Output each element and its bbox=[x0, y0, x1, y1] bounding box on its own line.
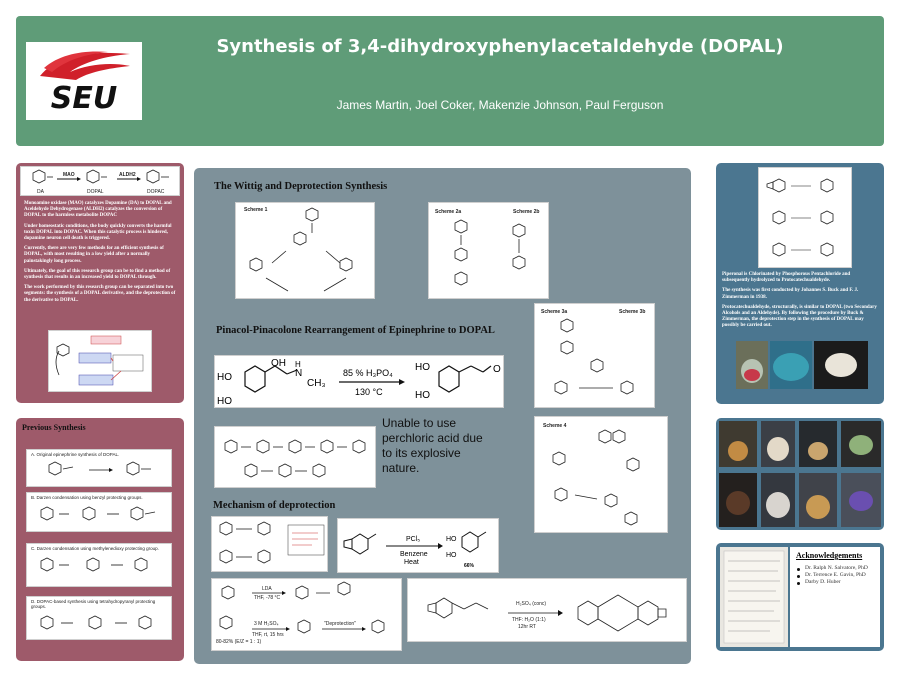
previous-scheme-a: A. Original epinephrine synthesis of DOP… bbox=[26, 449, 172, 487]
scheme-3b-label: Scheme 3b bbox=[619, 309, 645, 315]
scheme-2-image: Scheme 2a Scheme 2b bbox=[428, 202, 549, 299]
label-da: DA bbox=[37, 189, 45, 195]
perchloric-note: Unable to use perchloric acid due to its… bbox=[382, 416, 483, 475]
pinacol-heading: Pinacol-Pinacolone Rearrangement of Epin… bbox=[216, 325, 495, 336]
previous-synthesis-heading: Previous Synthesis bbox=[22, 423, 86, 432]
piperonal-reaction: PCl₅ Benzene Heat HO HO 66% bbox=[337, 518, 499, 573]
reagent-h2so4: H₂SO₄ (conc) bbox=[516, 601, 546, 607]
seu-logo: SEU bbox=[26, 42, 142, 120]
poster-title: Synthesis of 3,4-dihydroxyphenylacetalde… bbox=[216, 36, 784, 57]
product-photos bbox=[736, 341, 868, 389]
reagent-acid: 85 % H₃PO₄ bbox=[343, 368, 393, 378]
intro-paragraph: The work performed by this research grou… bbox=[24, 285, 176, 303]
label-ho-4: HO bbox=[415, 390, 430, 401]
deprotection-mechanism bbox=[211, 516, 328, 572]
intro-paragraph: Under homeostatic conditions, the body q… bbox=[24, 223, 172, 242]
reagent-solvent: THF: H₂O (1:1) bbox=[512, 617, 546, 623]
scheme-1-label: Scheme 1 bbox=[244, 207, 268, 213]
label-o: O bbox=[493, 364, 501, 375]
reagent-pcl5: PCl₅ bbox=[406, 536, 420, 543]
pinacol-reaction: HO HO OH H N CH₃ 85 % H₃PO₄ 130 °C HO HO… bbox=[214, 355, 504, 408]
scheme-4-image: Scheme 4 bbox=[534, 416, 668, 533]
ack-item: Dr. Terrence E. Gavin, PhD bbox=[796, 572, 880, 579]
reagent-benzene: Benzene bbox=[400, 551, 428, 558]
mechanism-heading: Mechanism of deprotection bbox=[213, 500, 336, 511]
intro-paragraph: Ultimately, the goal of this research gr… bbox=[24, 268, 171, 281]
label-oh: OH bbox=[271, 358, 286, 369]
wittig-heading: The Wittig and Deprotection Synthesis bbox=[214, 181, 388, 192]
wittig-route-image: LDA THF, -78 °C 3 M H₂SO₄ THF, rt, 15 hr… bbox=[211, 578, 402, 651]
chlorination-scheme bbox=[758, 167, 852, 268]
scheme-caption: A. Original epinephrine synthesis of DOP… bbox=[31, 452, 120, 457]
label-dopal: DOPAL bbox=[87, 189, 104, 195]
lab-notebook-photo bbox=[720, 547, 788, 647]
ratio-label: 80-82% (E/Z = 1 : 1) bbox=[216, 639, 261, 645]
ack-item: Darby D. Huber bbox=[796, 579, 880, 586]
label-ho-3: HO bbox=[415, 362, 430, 373]
reagent-acid-2: 3 M H₂SO₄ bbox=[254, 621, 279, 627]
scheme-4-label: Scheme 4 bbox=[543, 423, 567, 429]
lab-photo-grid bbox=[719, 421, 881, 527]
intro-paragraph: Monoamine oxidase (MAO) catalyzes Dopami… bbox=[24, 201, 172, 219]
label-ho-1: HO bbox=[217, 372, 232, 383]
scheme-caption: B. Darzen condensation using benzyl prot… bbox=[31, 495, 143, 500]
scheme-3a-label: Scheme 3a bbox=[541, 309, 567, 315]
label-mao: MAO bbox=[63, 172, 75, 178]
reagent-thf-low: THF, -78 °C bbox=[254, 595, 281, 601]
deprotection-label: "Deprotection" bbox=[324, 621, 356, 627]
intro-text: Monoamine oxidase (MAO) catalyzes Dopami… bbox=[24, 201, 176, 308]
previous-scheme-d: D. DOPAC-based synthesis using tetrahydr… bbox=[26, 596, 172, 640]
scheme-caption: D. DOPAC-based synthesis using tetrahydr… bbox=[31, 599, 156, 609]
scheme-caption: C. Darzen condensation using methylenedi… bbox=[31, 546, 159, 551]
right-paragraph: Protocatechualdehyde, structurally, is s… bbox=[722, 304, 877, 329]
ack-item: Dr. Ralph N. Salvatore, PhD bbox=[796, 565, 880, 572]
logo-text: SEU bbox=[51, 81, 117, 116]
label-aldh2: ALDH2 bbox=[119, 172, 136, 178]
yield-label: 66% bbox=[464, 563, 475, 569]
previous-scheme-c: C. Darzen condensation using methylenedi… bbox=[26, 543, 172, 587]
reagent-time: 12hr RT bbox=[518, 624, 536, 630]
label-nh: H bbox=[295, 360, 301, 369]
label-ho-6: HO bbox=[446, 552, 457, 559]
label-dopac: DOPAC bbox=[147, 189, 165, 195]
scheme-3-image: Scheme 3a Scheme 3b bbox=[534, 303, 655, 408]
intro-paragraph: Currently, there are very few methods fo… bbox=[24, 246, 164, 264]
label-ho-2: HO bbox=[217, 396, 232, 407]
metabolism-scheme: DA MAO DOPAL ALDH2 DOPAC bbox=[20, 166, 180, 196]
right-paragraph: Piperonal is Chlorinated by Phosphorous … bbox=[722, 272, 851, 284]
buck-zimmerman-text: Piperonal is Chlorinated by Phosphorous … bbox=[722, 272, 878, 334]
poster-header bbox=[16, 16, 884, 146]
reagent-thf-rt: THF, rt, 15 hrs bbox=[252, 632, 284, 638]
cyclization-reaction: H₂SO₄ (conc) THF: H₂O (1:1) 12hr RT bbox=[407, 578, 687, 642]
poster-authors: James Martin, Joel Coker, Makenzie Johns… bbox=[336, 98, 664, 112]
right-paragraph: The synthesis was first conducted by Joh… bbox=[722, 288, 859, 300]
scheme-1-image: Scheme 1 bbox=[235, 202, 375, 299]
label-n: N bbox=[295, 368, 302, 379]
scheme-2b-label: Scheme 2b bbox=[513, 209, 539, 215]
reagent-heat: Heat bbox=[404, 559, 419, 566]
acknowledgements-card: Acknowledgements Dr. Ralph N. Salvatore,… bbox=[790, 547, 880, 647]
acknowledgements-heading: Acknowledgements bbox=[796, 551, 863, 560]
label-ho-5: HO bbox=[446, 536, 457, 543]
previous-scheme-b: B. Darzen condensation using benzyl prot… bbox=[26, 492, 172, 532]
scheme-2a-label: Scheme 2a bbox=[435, 209, 461, 215]
reagent-temp: 130 °C bbox=[355, 387, 383, 397]
mechanism-scheme bbox=[214, 426, 376, 488]
reagent-lda: LDA bbox=[262, 586, 272, 592]
label-ch3: CH₃ bbox=[307, 378, 326, 389]
pathway-diagram bbox=[48, 330, 152, 392]
